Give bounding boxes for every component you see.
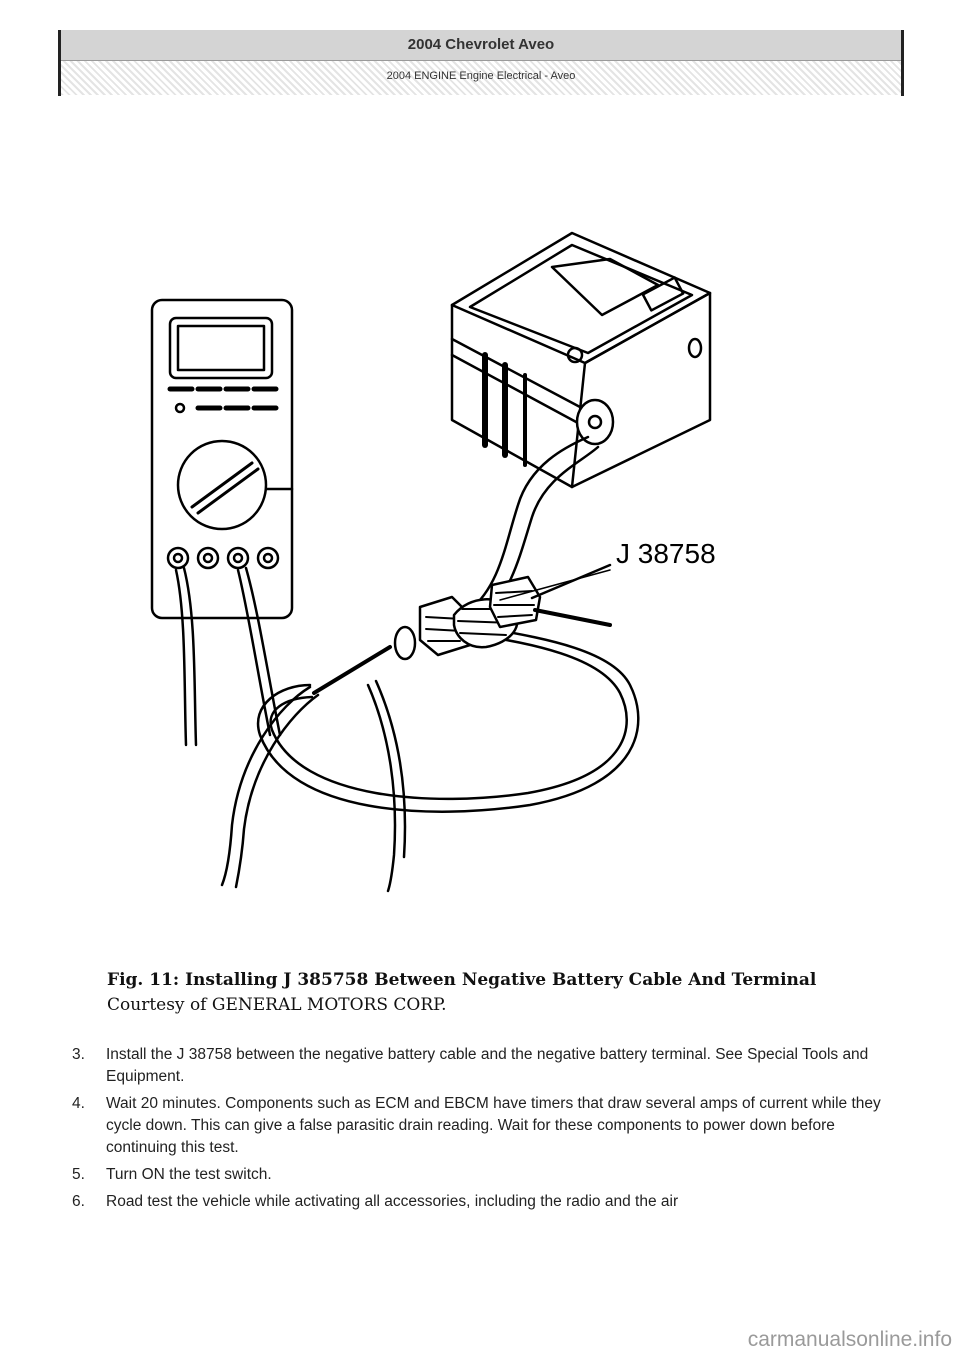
multimeter	[150, 298, 294, 747]
header-title: 2004 Chevrolet Aveo	[61, 30, 901, 61]
step-text: Turn ON the test switch.	[106, 1166, 272, 1183]
battery	[450, 231, 712, 489]
cables	[220, 435, 640, 893]
step-number: 5.	[72, 1166, 85, 1183]
watermark: carmanualsonline.info	[747, 1328, 952, 1351]
step-text: Install the J 38758 between the negative…	[106, 1046, 869, 1085]
step-number: 3.	[72, 1046, 85, 1063]
list-item: 4. Wait 20 minutes. Components such as E…	[72, 1093, 892, 1159]
caption-courtesy: Courtesy of GENERAL MOTORS CORP.	[107, 995, 447, 1015]
test-tool-j38758	[312, 563, 612, 695]
tool-label: J 38758	[616, 538, 716, 569]
list-item: 6. Road test the vehicle while activatin…	[72, 1191, 892, 1213]
list-item: 3. Install the J 38758 between the negat…	[72, 1044, 892, 1088]
page-header: 2004 Chevrolet Aveo 2004 ENGINE Engine E…	[58, 30, 904, 96]
caption-title: Fig. 11: Installing J 385758 Between Neg…	[107, 970, 817, 990]
battery-drain-test-illustration: J 38758	[150, 231, 716, 893]
step-text: Road test the vehicle while activating a…	[106, 1193, 679, 1210]
figure-caption: Fig. 11: Installing J 385758 Between Neg…	[107, 968, 867, 1018]
step-number: 4.	[72, 1095, 85, 1112]
header-subtitle: 2004 ENGINE Engine Electrical - Aveo	[61, 61, 901, 95]
list-item: 5. Turn ON the test switch.	[72, 1164, 892, 1186]
step-number: 6.	[72, 1193, 85, 1210]
step-text: Wait 20 minutes. Components such as ECM …	[106, 1095, 881, 1156]
procedure-steps: 3. Install the J 38758 between the negat…	[72, 1044, 892, 1218]
